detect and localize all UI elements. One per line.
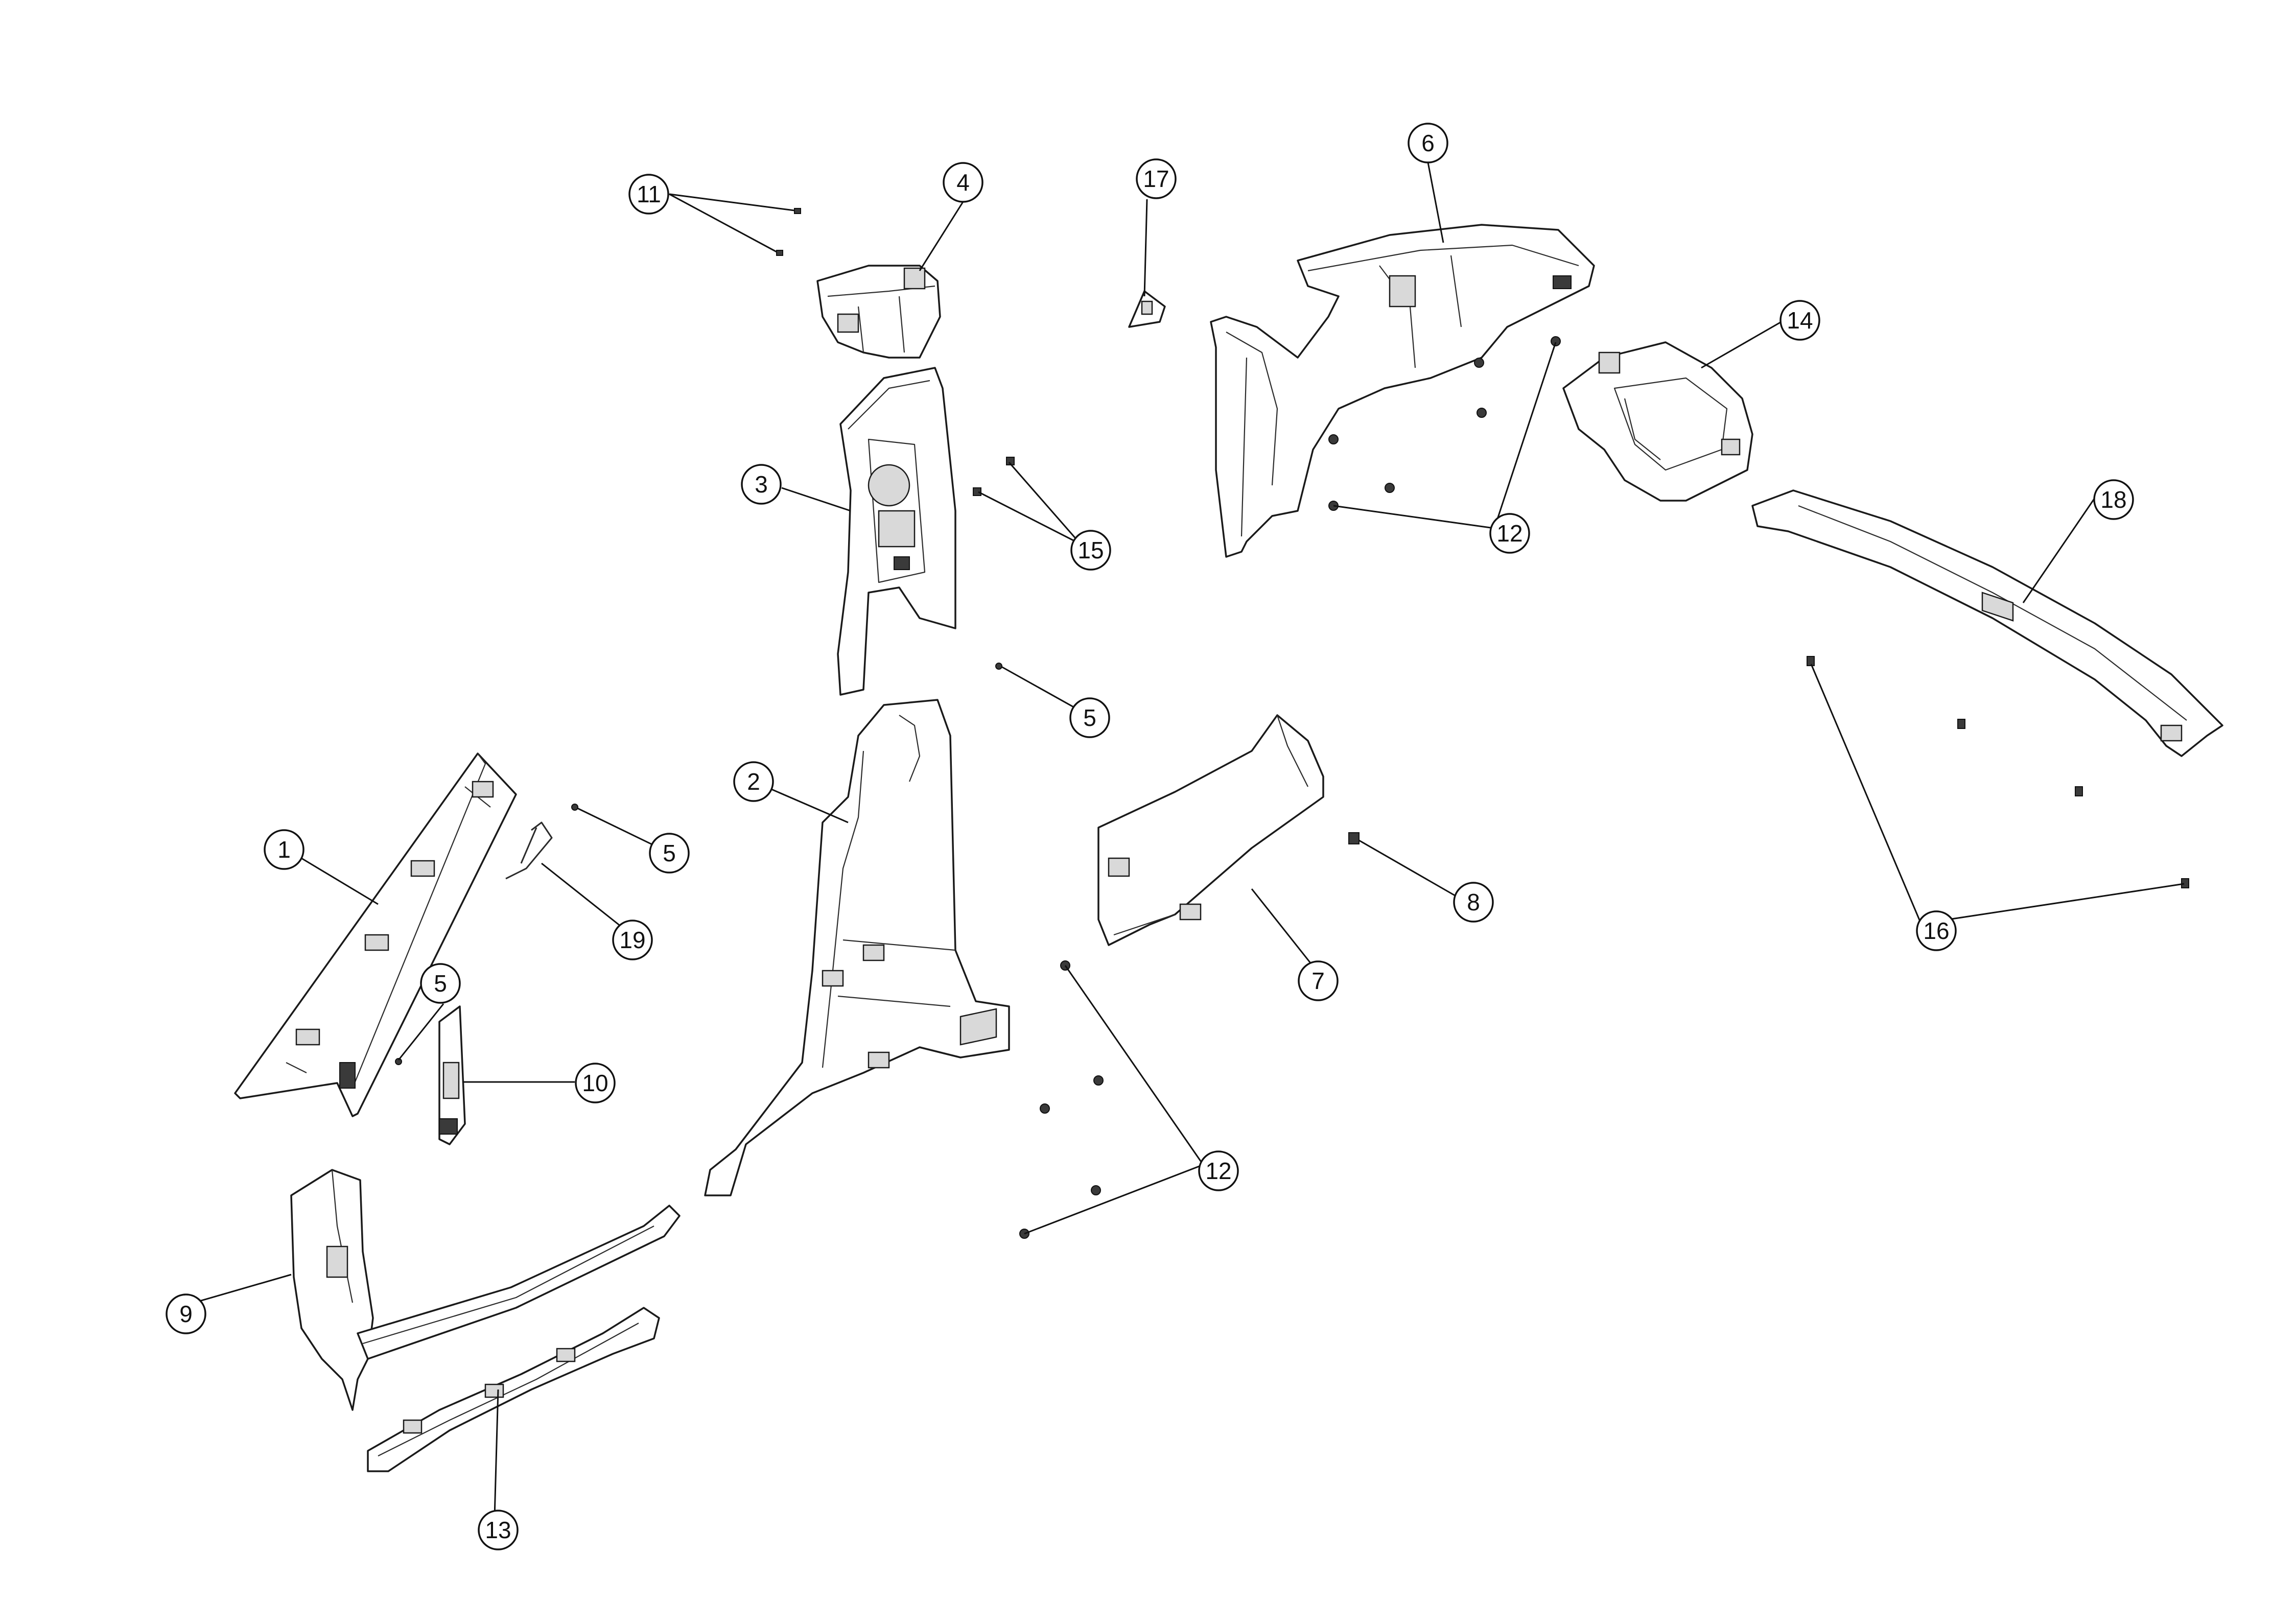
callout-3: 3	[741, 464, 782, 505]
callout-13-label: 13	[485, 1517, 511, 1543]
callout-9: 9	[166, 1293, 206, 1334]
callout-14-label: 14	[1787, 307, 1813, 334]
fasteners	[395, 208, 2189, 1239]
callout-10-label: 10	[582, 1070, 608, 1096]
callout-5-a: 5	[1069, 697, 1110, 738]
part-9-sill-strip	[357, 1205, 681, 1360]
part-13-sill-bracket	[367, 1307, 660, 1472]
callout-5-b-label: 5	[663, 840, 676, 866]
callout-2: 2	[733, 761, 774, 802]
leader-lines	[176, 162, 2185, 1518]
callout-6: 6	[1408, 123, 1448, 163]
callout-16-label: 16	[1923, 917, 1949, 944]
callout-8-label: 8	[1467, 889, 1480, 915]
callout-7: 7	[1298, 960, 1339, 1001]
callout-19: 19	[612, 920, 653, 960]
part-10-small-panel	[438, 1005, 466, 1145]
callout-9-label: 9	[179, 1301, 193, 1327]
callout-17: 17	[1136, 158, 1177, 199]
callout-7-label: 7	[1311, 968, 1325, 994]
callout-19-label: 19	[619, 927, 645, 953]
callout-4-label: 4	[956, 169, 970, 196]
callout-15-label: 15	[1077, 537, 1104, 563]
callout-1-label: 1	[277, 836, 291, 863]
callout-18: 18	[2093, 479, 2134, 520]
part-9-kick-panel	[290, 1169, 374, 1411]
callout-15: 15	[1070, 530, 1111, 571]
callout-4: 4	[943, 162, 983, 203]
callout-12-b: 12	[1198, 1150, 1239, 1191]
part-7-lower-rear-trim	[1097, 714, 1324, 946]
part-2-b-pillar-lower-trim	[704, 699, 1010, 1196]
callout-5-c: 5	[420, 963, 461, 1004]
callout-12-b-label: 12	[1205, 1158, 1231, 1184]
callout-5-c-label: 5	[434, 970, 447, 997]
part-17-small-bracket	[1128, 290, 1166, 328]
callout-3-label: 3	[755, 471, 768, 498]
callout-5-a-label: 5	[1083, 704, 1096, 731]
part-3-b-pillar-upper-trim	[837, 367, 956, 696]
callout-14: 14	[1779, 300, 1820, 341]
part-8-clip	[1348, 832, 1360, 844]
callout-13: 13	[478, 1510, 519, 1550]
callout-12-a: 12	[1489, 513, 1530, 554]
part-14-c-pillar-bracket	[1562, 341, 1753, 502]
callout-1: 1	[264, 829, 304, 870]
callout-5-b: 5	[649, 833, 690, 874]
callout-8: 8	[1453, 882, 1494, 923]
callout-10: 10	[575, 1063, 616, 1103]
part-1-a-pillar-trim	[234, 752, 517, 1117]
callout-16: 16	[1916, 910, 1957, 951]
part-4-bracket	[816, 265, 941, 359]
callout-17-label: 17	[1143, 166, 1169, 192]
callout-18-label: 18	[2100, 486, 2126, 513]
callout-6-label: 6	[1421, 130, 1435, 156]
callout-11: 11	[628, 174, 669, 215]
callout-2-label: 2	[747, 768, 760, 795]
callout-11-label: 11	[637, 181, 661, 207]
part-18-roof-rail-trim	[1751, 489, 2223, 757]
part-6-c-pillar-upper-trim	[1210, 224, 1595, 558]
part-19-wire-bracket	[505, 821, 553, 880]
callout-12-a-label: 12	[1496, 520, 1522, 547]
